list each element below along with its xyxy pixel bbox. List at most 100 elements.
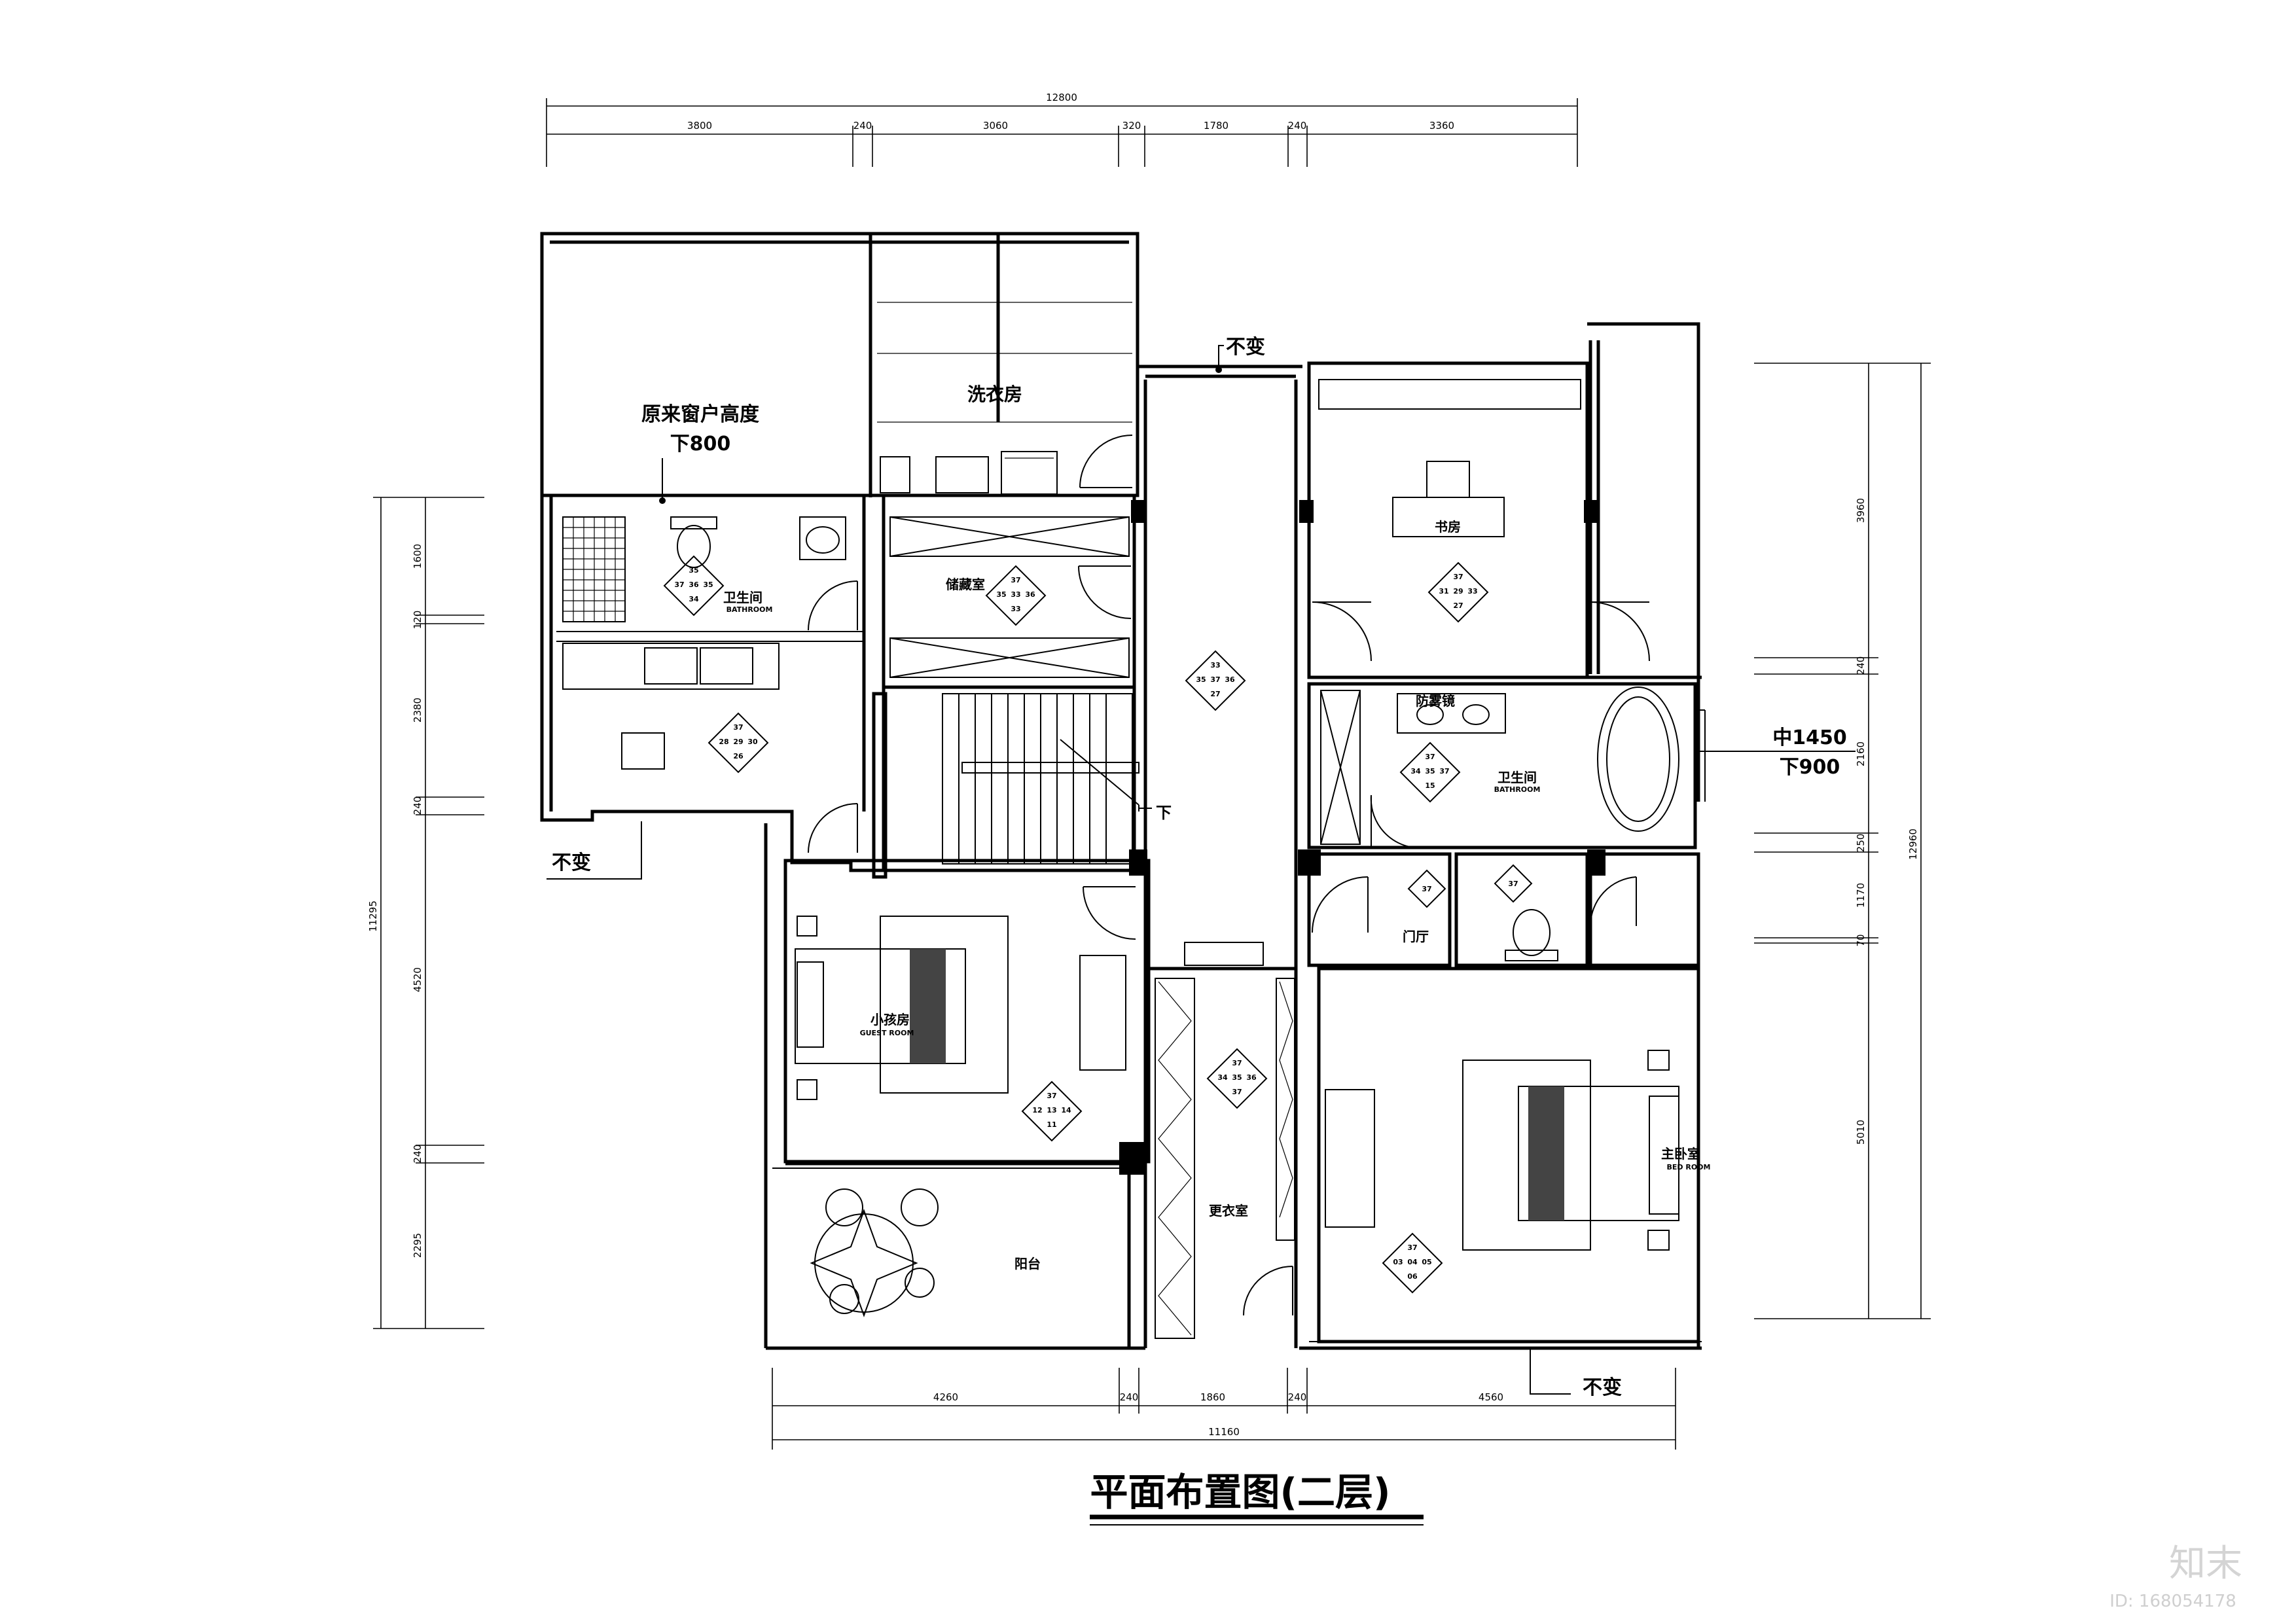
svg-text:35: 35 — [703, 580, 713, 589]
dim-right-seg-5: 1170 — [1855, 883, 1867, 908]
room-foyer: 门厅 — [1403, 929, 1429, 944]
floor-tags: 35 37 36 35 34 37 35 33 36 33 37 28 29 3… — [663, 555, 1533, 1294]
dim-left-seg-5: 4520 — [412, 967, 423, 992]
room-labels: 洗衣房 卫生间 BATHROOM 储藏室 书房 卫生间 BATHROOM 小孩房… — [723, 383, 1710, 1272]
room-master-en: BED ROOM — [1667, 1163, 1711, 1171]
furniture — [562, 379, 1679, 1336]
floor-tag: 37 — [1407, 869, 1446, 908]
svg-text:36: 36 — [1225, 675, 1235, 684]
note-unchanged-left: 不变 — [552, 851, 591, 874]
dimension-left: 1600 120 2380 240 4520 240 2295 11295 — [367, 497, 484, 1329]
watermark-id: ID: 168054178 — [2109, 1592, 2236, 1611]
room-dressing: 更衣室 — [1209, 1203, 1248, 1219]
svg-text:37: 37 — [1232, 1088, 1242, 1096]
svg-text:36: 36 — [689, 580, 699, 589]
svg-text:37: 37 — [1508, 880, 1518, 888]
dim-bottom-seg-2: 240 — [1120, 1391, 1139, 1403]
dim-left-seg-7: 2295 — [412, 1233, 423, 1258]
dim-right-seg-2: 240 — [1855, 656, 1867, 675]
svg-text:35: 35 — [1425, 767, 1435, 776]
dim-left-total: 11295 — [367, 901, 379, 932]
dim-bottom-seg-5: 4560 — [1479, 1391, 1503, 1403]
svg-text:04: 04 — [1407, 1258, 1418, 1266]
dim-right-seg-7: 5010 — [1855, 1120, 1867, 1145]
svg-text:06: 06 — [1407, 1272, 1418, 1281]
annotations: 原来窗户高度 下800 不变 不变 不变 中1450 下900 下 — [547, 336, 1856, 1399]
svg-text:29: 29 — [733, 738, 743, 746]
room-laundry: 洗衣房 — [967, 383, 1022, 405]
svg-text:15: 15 — [1425, 781, 1435, 790]
svg-text:35: 35 — [1232, 1073, 1242, 1082]
room-bathroom-1-en: BATHROOM — [726, 605, 773, 614]
room-bathroom-2-en: BATHROOM — [1494, 785, 1541, 794]
dim-top-seg-3: 3060 — [983, 120, 1008, 132]
floor-tag: 37 35 33 36 33 — [985, 565, 1047, 626]
note-unchanged-top: 不变 — [1226, 336, 1265, 359]
svg-text:37: 37 — [1232, 1059, 1242, 1067]
svg-text:33: 33 — [1467, 587, 1477, 596]
svg-text:35: 35 — [996, 590, 1006, 599]
svg-text:37: 37 — [1407, 1243, 1417, 1252]
dim-right-total: 12960 — [1907, 829, 1919, 860]
svg-text:33: 33 — [1210, 661, 1220, 669]
note-right-window-2: 下900 — [1780, 756, 1840, 779]
walls — [540, 232, 1706, 1350]
dim-bottom-seg-4: 240 — [1288, 1391, 1307, 1403]
dim-left-seg-1: 1600 — [412, 544, 423, 569]
svg-text:34: 34 — [1410, 767, 1421, 776]
drawing-title: 平面布置图(二层) — [1090, 1470, 1390, 1514]
dim-left-seg-6: 240 — [412, 1145, 423, 1164]
dim-top-seg-5: 1780 — [1204, 120, 1229, 132]
svg-text:34: 34 — [1217, 1073, 1228, 1082]
staircase — [942, 693, 1152, 865]
floor-tag: 37 03 04 05 06 — [1382, 1232, 1443, 1294]
svg-text:05: 05 — [1422, 1258, 1431, 1266]
room-master: 主卧室 — [1661, 1146, 1700, 1162]
dim-top-total: 12800 — [1046, 92, 1077, 103]
note-unchanged-bottom: 不变 — [1583, 1376, 1622, 1399]
floor-tag: 37 28 29 30 26 — [708, 712, 769, 774]
svg-text:37: 37 — [1047, 1092, 1056, 1100]
floor-tag: 33 35 37 36 27 — [1185, 650, 1246, 711]
svg-text:12: 12 — [1032, 1106, 1042, 1115]
svg-text:28: 28 — [719, 738, 728, 746]
dim-left-seg-2: 120 — [412, 611, 423, 630]
doors — [808, 435, 1650, 1316]
dim-bottom-seg-3: 1860 — [1200, 1391, 1225, 1403]
shower-grid — [563, 517, 625, 622]
dim-top-seg-1: 3800 — [687, 120, 712, 132]
svg-text:27: 27 — [1453, 601, 1463, 610]
dim-left-seg-3: 2380 — [412, 698, 423, 722]
room-bathroom-2: 卫生间 — [1498, 770, 1537, 785]
svg-text:37: 37 — [1425, 753, 1435, 761]
svg-text:30: 30 — [747, 738, 758, 746]
dimension-bottom: 4260 240 1860 240 4560 11160 — [772, 1368, 1676, 1450]
dim-top-seg-2: 240 — [853, 120, 872, 132]
drawing-title-block: 平面布置图(二层) — [1090, 1470, 1424, 1525]
floor-tag: 37 31 29 33 27 — [1427, 562, 1489, 623]
svg-text:35: 35 — [689, 566, 698, 575]
dim-top-seg-4: 320 — [1122, 120, 1141, 132]
dim-bottom-total: 11160 — [1208, 1426, 1240, 1438]
svg-text:36: 36 — [1246, 1073, 1257, 1082]
dim-right-seg-3: 2160 — [1855, 741, 1867, 766]
svg-text:11: 11 — [1047, 1120, 1056, 1129]
dimension-top: 12800 3800 240 3060 320 1780 240 3360 — [546, 92, 1578, 167]
floor-tag: 37 34 35 37 15 — [1399, 741, 1461, 803]
dim-left-seg-4: 240 — [412, 796, 423, 815]
svg-text:34: 34 — [689, 595, 699, 603]
dim-right-seg-1: 3960 — [1855, 498, 1867, 523]
dim-top-seg-7: 3360 — [1429, 120, 1454, 132]
label-antifog-mirror: 防雾镜 — [1416, 693, 1455, 709]
watermark-brand: 知末 — [2169, 1543, 2242, 1585]
svg-text:37: 37 — [1422, 885, 1431, 893]
svg-text:29: 29 — [1453, 587, 1463, 596]
floor-tag: 35 37 36 35 34 — [663, 555, 725, 616]
room-study: 书房 — [1435, 519, 1461, 535]
svg-text:33: 33 — [1011, 590, 1020, 599]
svg-text:13: 13 — [1047, 1106, 1056, 1115]
dim-right-seg-6: 70 — [1855, 934, 1867, 946]
dim-bottom-seg-1: 4260 — [933, 1391, 958, 1403]
svg-text:37: 37 — [1439, 767, 1449, 776]
